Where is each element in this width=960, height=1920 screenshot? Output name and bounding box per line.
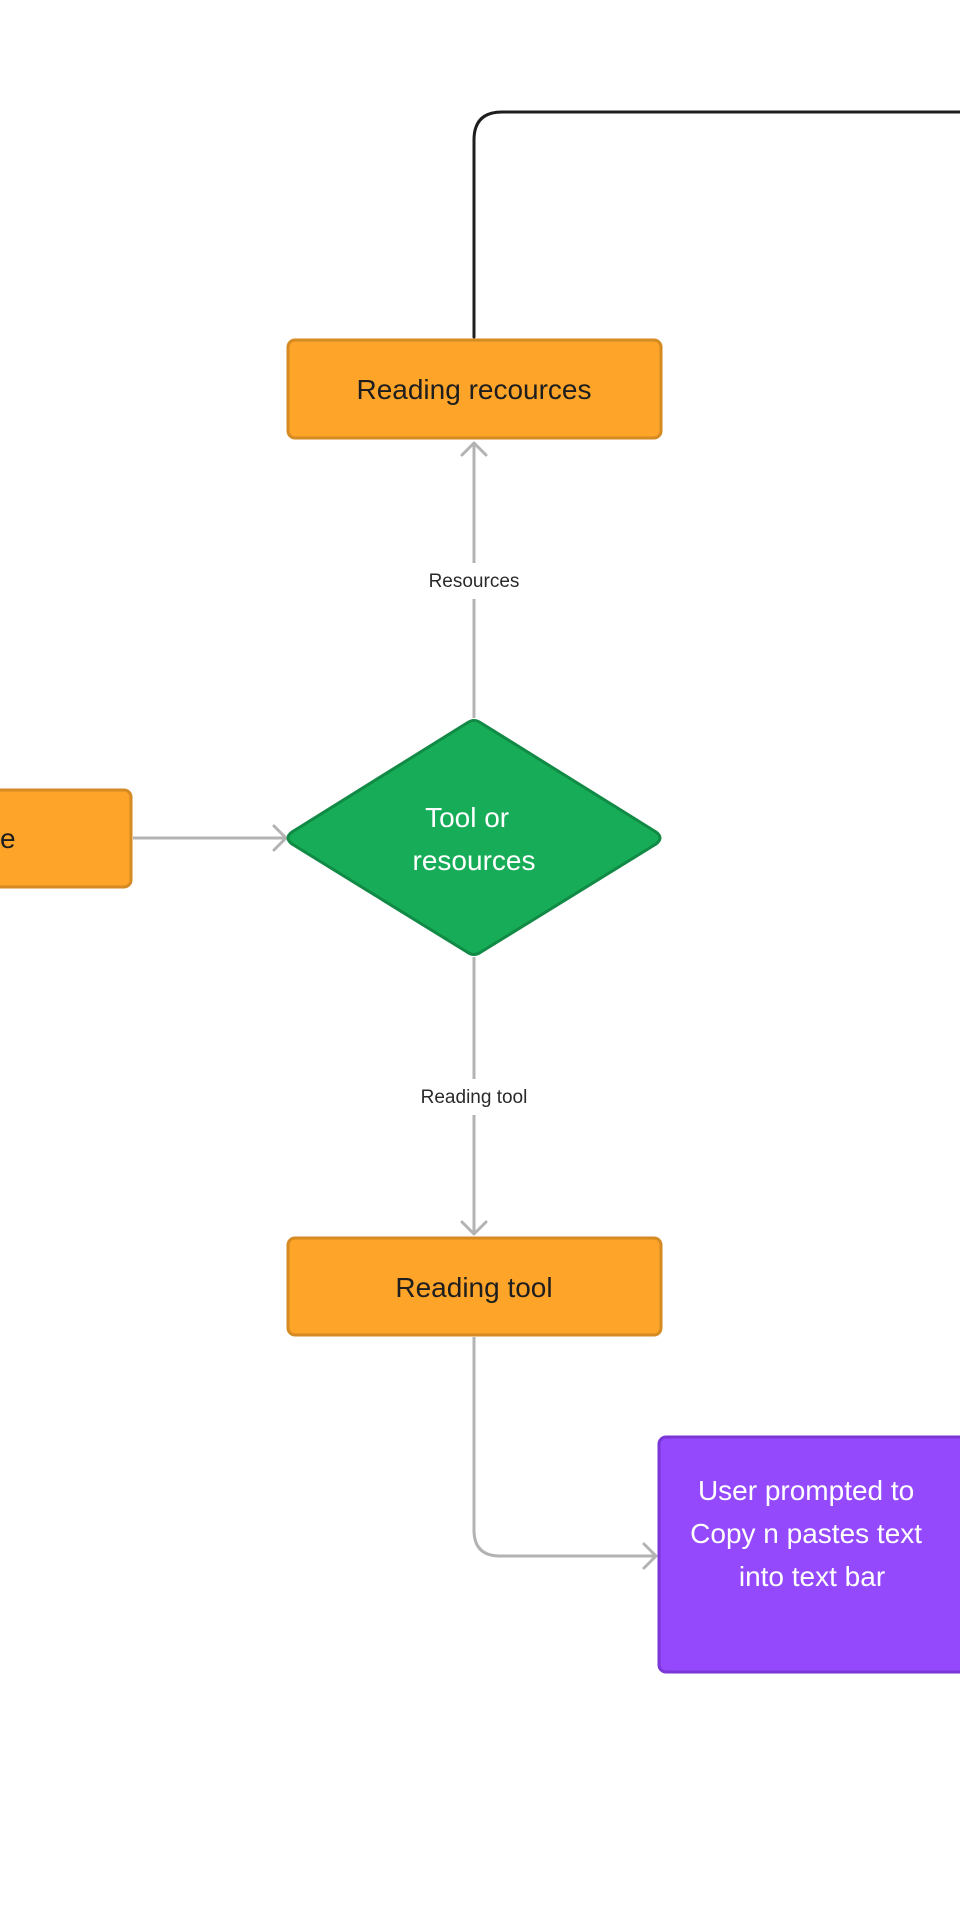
node-left-partial-shape <box>0 788 133 889</box>
node-left-partial-label: e <box>0 823 16 854</box>
node-decision-label: Tool or resources <box>413 802 536 876</box>
node-user-prompted[interactable]: User prompted to Copy n pastes text into… <box>657 1435 960 1674</box>
reading-tool-label-bg <box>406 1079 542 1115</box>
node-left-partial[interactable]: e <box>0 788 133 889</box>
node-decision-shape <box>286 719 662 956</box>
node-reading-resources-label: Reading recources <box>356 374 591 405</box>
node-reading-resources-shape <box>286 338 663 440</box>
node-reading-tool-shape <box>286 1236 663 1337</box>
node-user-prompted-line-1: User prompted to <box>698 1475 914 1506</box>
edge-label-resources: Resources <box>429 571 520 592</box>
node-user-prompted-label: User prompted to Copy n pastes text into… <box>690 1475 930 1592</box>
arrowhead-reading-tool <box>460 1220 488 1236</box>
node-decision-label-line-1: Tool or <box>425 802 509 833</box>
node-user-prompted-shape <box>657 1435 960 1674</box>
node-user-prompted-line-3: into text bar <box>739 1561 885 1592</box>
node-decision-label-line-2: resources <box>413 845 536 876</box>
node-reading-resources[interactable]: Reading recources <box>286 338 663 440</box>
node-reading-tool-label: Reading tool <box>395 1272 552 1303</box>
node-reading-tool[interactable]: Reading tool <box>286 1236 663 1337</box>
arrowhead-decision-left <box>272 824 288 852</box>
node-user-prompted-line-2: Copy n pastes text <box>690 1518 922 1549</box>
resources-label-bg <box>420 563 528 599</box>
connector-reading-resources-to-offscreen <box>472 110 960 339</box>
node-decision-tool-or-resources[interactable]: Tool or resources <box>286 719 662 956</box>
arrowhead-user-prompt <box>642 1542 658 1570</box>
arrowhead-reading-resources <box>460 441 488 457</box>
edge-label-reading-tool: Reading tool <box>421 1087 528 1108</box>
connector-reading-tool-to-user-prompt <box>472 1337 656 1558</box>
